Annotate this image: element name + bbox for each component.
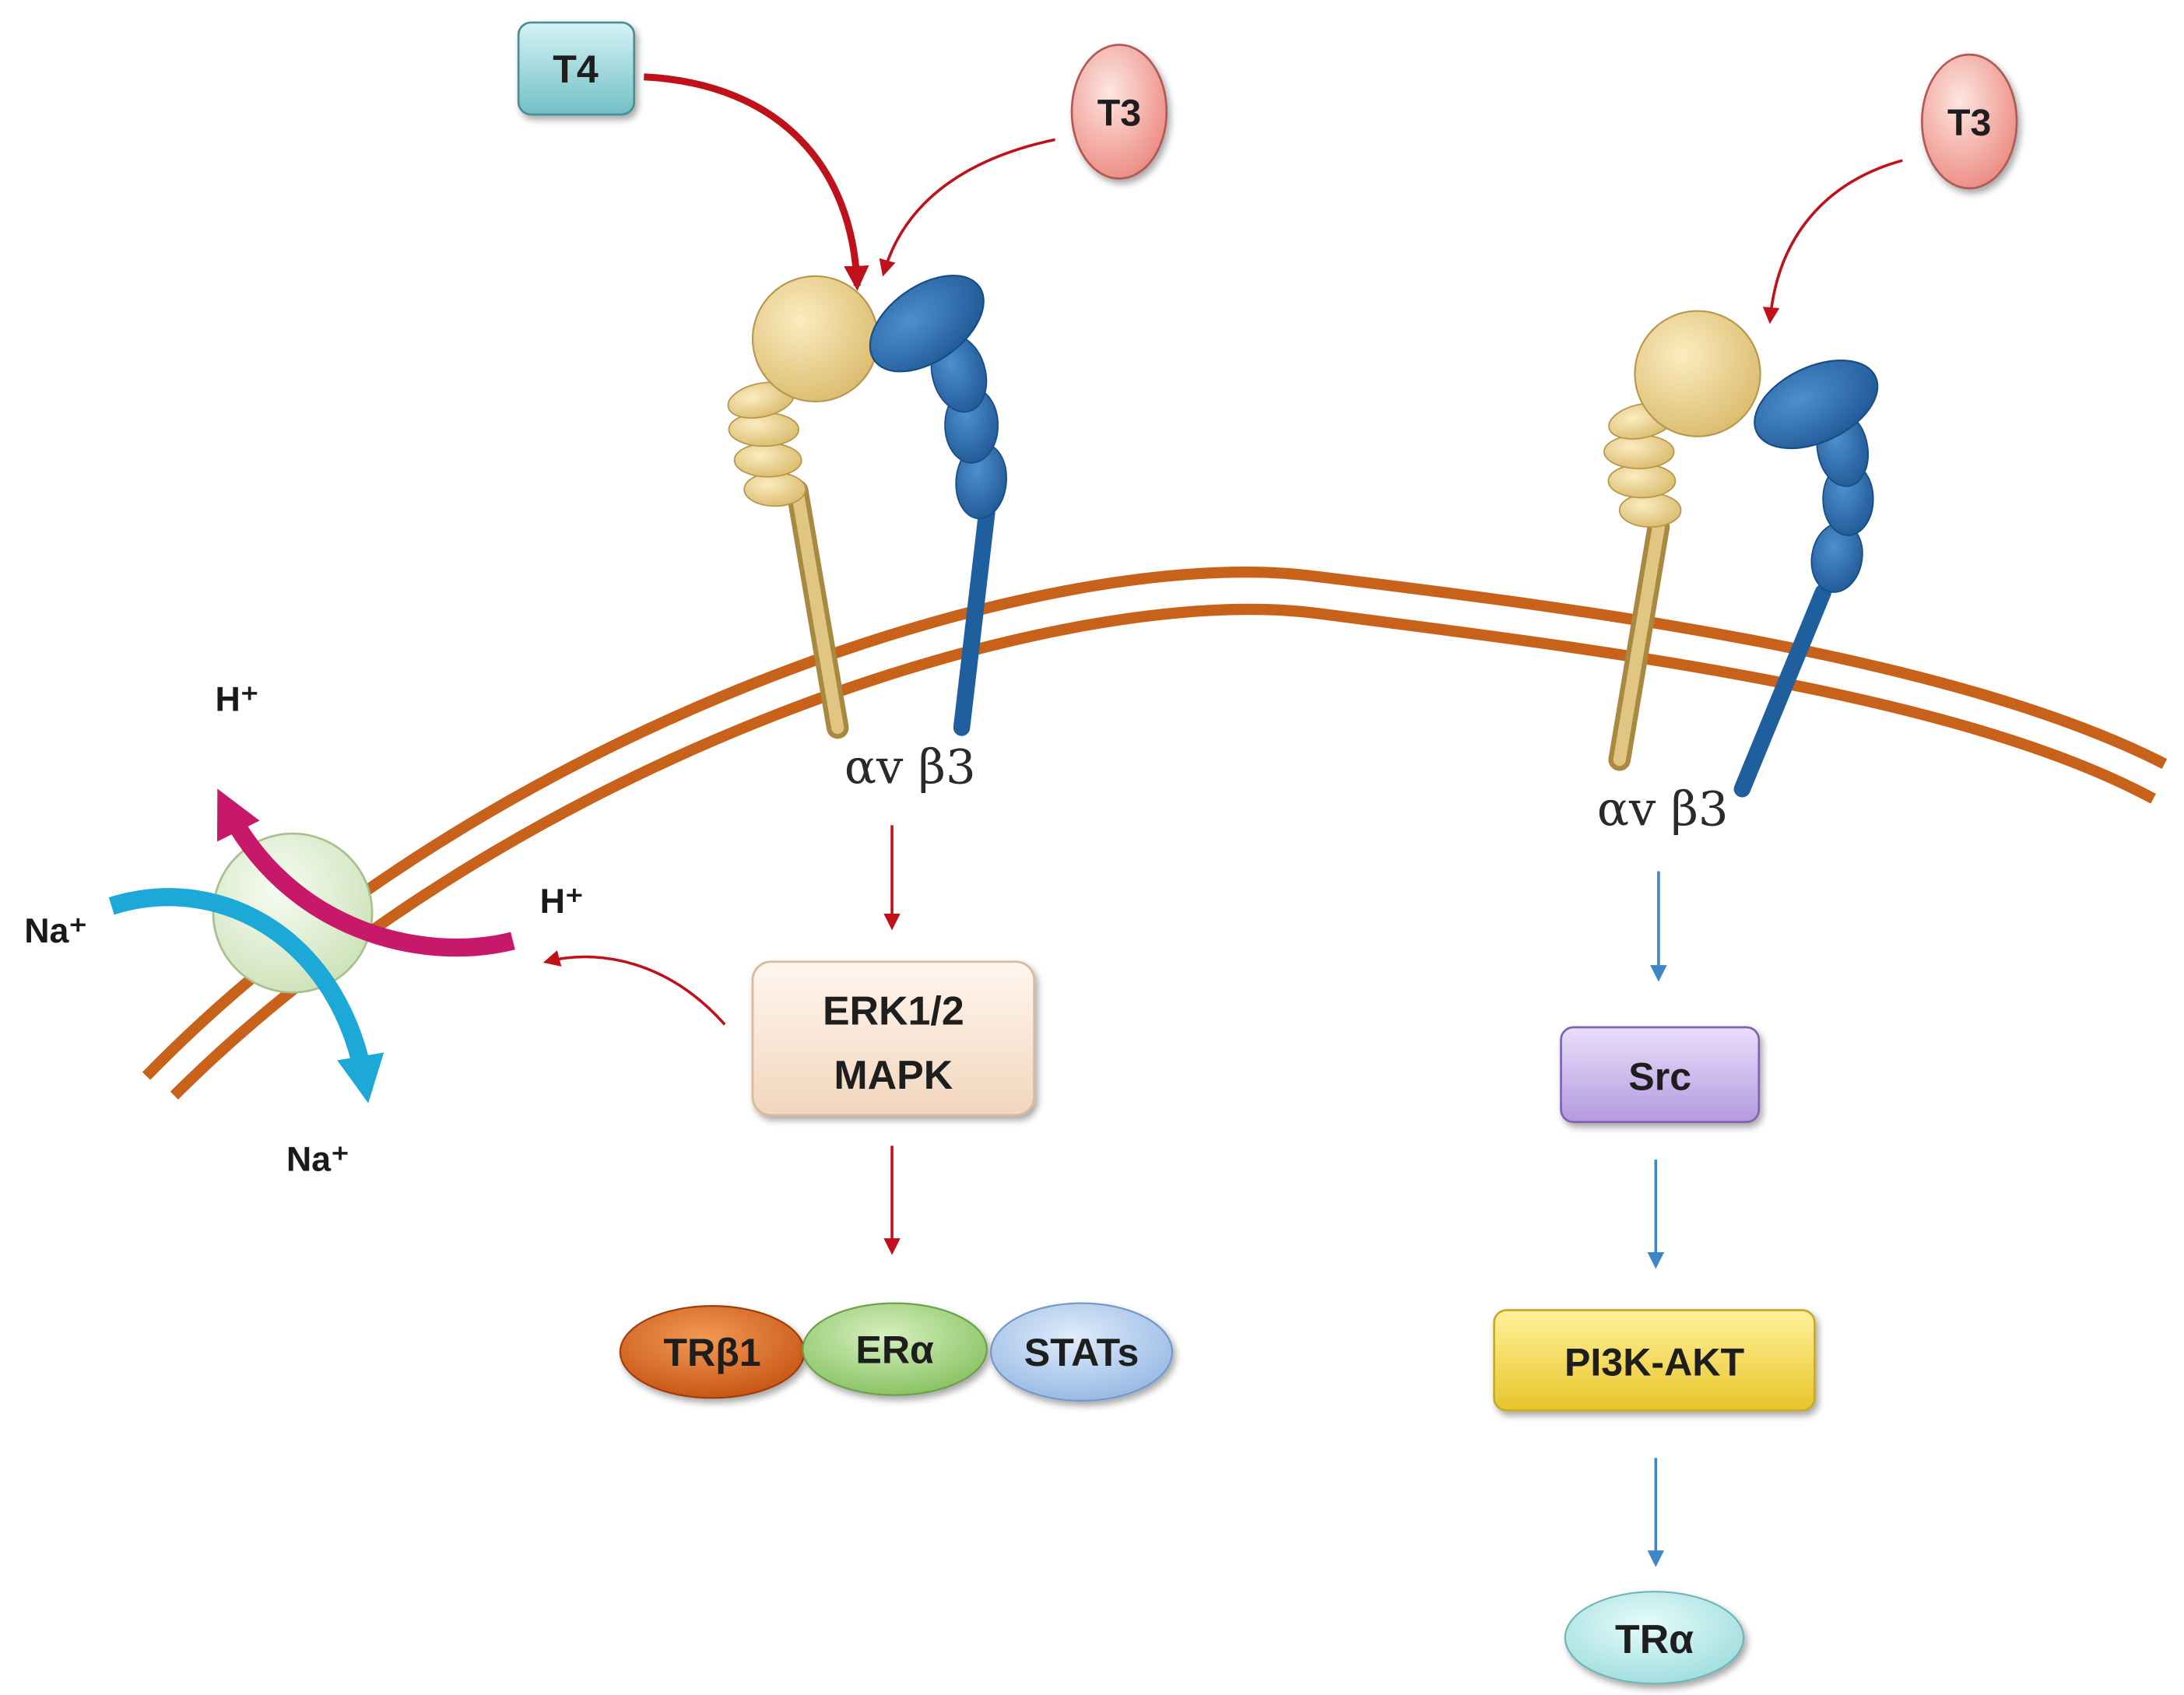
alpha-v-subunit-right [1603, 310, 1761, 771]
stats-node: STATs [990, 1302, 1174, 1402]
erk-mapk-node: ERK1/2 MAPK [751, 960, 1036, 1117]
membrane-outer-leaflet [142, 567, 2168, 1080]
alpha-v-head-right [1634, 310, 1761, 437]
sodium-extracellular-label: Na⁺ [24, 911, 87, 950]
beta3-stalk-right [1733, 584, 1831, 798]
t3-left-binding-arrow [879, 138, 1055, 277]
proton-intracellular-label: H⁺ [540, 882, 584, 921]
tra-ellipse [1564, 1591, 1745, 1685]
membrane-inner-leaflet [170, 603, 2156, 1100]
alpha-v-head-left [751, 275, 880, 403]
proton-extracellular-label: H⁺ [215, 680, 258, 719]
alpha-v-subunit-left [727, 275, 880, 739]
alpha-v-stalk-highlight-left [791, 484, 844, 735]
alpha-v-domain-right [1607, 463, 1677, 499]
pi3k-akt-box [1493, 1309, 1816, 1412]
integrin-left: αv β3 [727, 274, 1007, 795]
era-node: ERα [802, 1302, 988, 1396]
cell-membrane [142, 567, 2168, 1100]
erk-to-exchanger-arrow [542, 950, 726, 1026]
stats-label: STATs [1024, 1331, 1139, 1374]
exchanger-body [212, 832, 374, 994]
t3-right-node: T3 [1921, 53, 2018, 190]
beta3-stalk-left [953, 504, 995, 736]
mapk-label: MAPK [834, 1053, 953, 1098]
t3-left-ellipse [1070, 44, 1168, 180]
alpha-v-domain-right [1603, 434, 1675, 469]
erk-mapk-box [751, 960, 1036, 1117]
src-box [1560, 1026, 1761, 1124]
beta3-subunit-right [1733, 360, 1879, 798]
t4-node: T4 [517, 21, 636, 116]
integrin-left-label: αv β3 [844, 740, 976, 795]
alpha-v-domain-left [728, 412, 799, 447]
integrin-right: αv β3 [1597, 310, 1879, 837]
t3-left-node: T3 [1070, 44, 1168, 180]
alpha-v-domain-left [733, 442, 802, 478]
sodium-proton-exchanger: H⁺ H⁺ Na⁺ Na⁺ [24, 680, 583, 1179]
proton-efflux-arrow [217, 788, 515, 957]
integrin-right-label: αv β3 [1597, 781, 1729, 837]
tra-label: TRα [1615, 1617, 1694, 1662]
t4-box [517, 21, 636, 116]
t4-label: T4 [553, 47, 599, 91]
t3-right-binding-arrow [1762, 159, 1903, 325]
beta3-head-left [869, 274, 985, 373]
alpha-v-stalk-highlight-right [1613, 521, 1665, 767]
erk-targets: TRβ1 ERα STATs [619, 1302, 1174, 1402]
beta3-subunit-left [869, 274, 1007, 736]
sodium-influx-arrow [108, 888, 384, 1104]
beta3-head-right [1754, 360, 1879, 450]
src-node: Src [1560, 1026, 1761, 1124]
t3-right-label: T3 [1947, 102, 1991, 144]
tra-node: TRα [1564, 1591, 1745, 1685]
t4-binding-arrow [644, 73, 869, 291]
t3-right-ellipse [1921, 53, 2018, 190]
alpha-v-domain-right [1618, 493, 1682, 528]
era-ellipse [802, 1302, 988, 1396]
pi3k-akt-label: PI3K-AKT [1564, 1341, 1745, 1384]
pi3k-akt-node: PI3K-AKT [1493, 1309, 1816, 1412]
stats-ellipse [990, 1302, 1174, 1402]
trb1-label: TRβ1 [663, 1331, 760, 1374]
erk-label: ERK1/2 [823, 988, 964, 1033]
alpha-v-domain-left [743, 472, 806, 507]
sodium-intracellular-label: Na⁺ [286, 1139, 349, 1178]
t3-left-label: T3 [1097, 92, 1141, 134]
src-label: Src [1628, 1055, 1691, 1099]
trb1-node: TRβ1 [619, 1305, 806, 1399]
era-label: ERα [855, 1328, 934, 1372]
